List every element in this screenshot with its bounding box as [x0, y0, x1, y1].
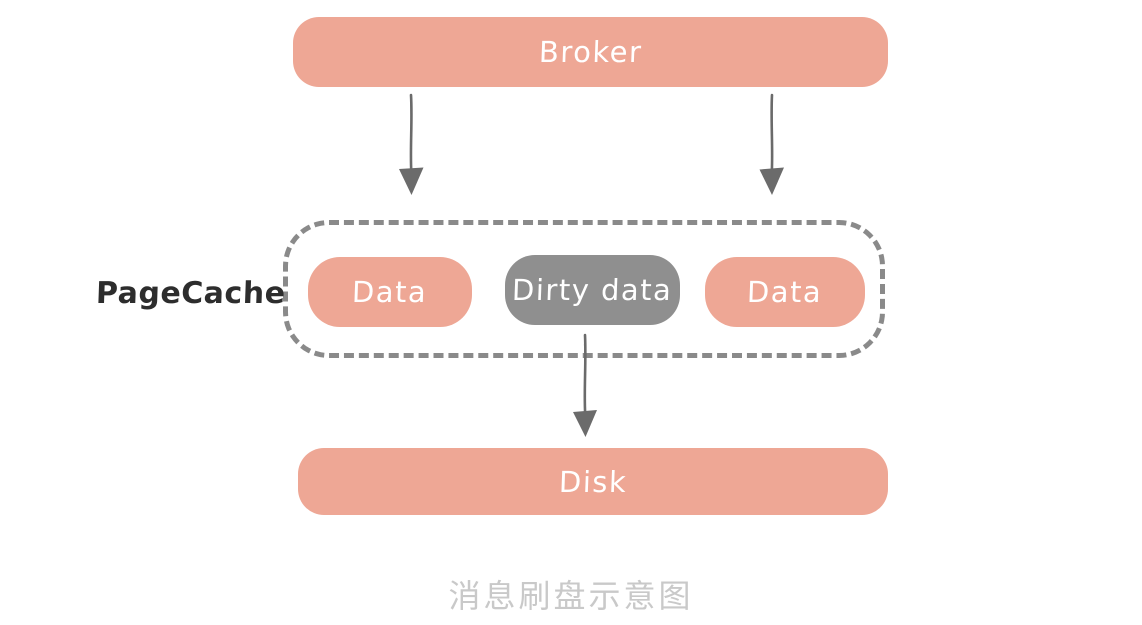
pagecache-label: PageCache: [95, 276, 287, 311]
broker-to-pagecache-left-arrow-icon: [399, 93, 424, 195]
diagram-caption: 消息刷盘示意图: [448, 577, 694, 615]
data-node-left: Data: [308, 257, 472, 327]
data-left-label: Data: [351, 275, 429, 309]
disk-label: Disk: [558, 464, 628, 499]
dirtydata-to-disk-arrow-icon: [573, 333, 597, 437]
dirty-data-node: Dirty data: [505, 255, 680, 325]
broker-node: Broker: [293, 17, 888, 87]
data-node-right: Data: [705, 257, 865, 327]
dirty-data-label: Dirty data: [511, 273, 674, 307]
broker-label: Broker: [538, 35, 643, 69]
data-right-label: Data: [746, 275, 824, 309]
pagecache-container: [283, 220, 885, 358]
disk-node: Disk: [298, 448, 888, 515]
broker-to-pagecache-right-arrow-icon: [759, 93, 784, 195]
